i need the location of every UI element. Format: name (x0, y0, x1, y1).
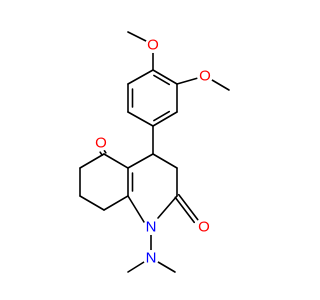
bond-c2-n1 (157, 195, 178, 219)
atom-o-ketone-5: O (93, 135, 109, 152)
atom-label-o-ketone-2: O (198, 219, 210, 236)
bond-methyl-o-top (127, 31, 147, 42)
atom-label-o-methoxy-right: O (199, 68, 211, 85)
bond-aryl-1 (152, 69, 178, 85)
molecule-drawing: O O O O N N (79, 31, 230, 273)
atom-o-methoxy-right: O (197, 68, 213, 85)
bonds-group (79, 31, 230, 273)
bond-c2-o-a (174, 196, 196, 224)
bond-c5-c6 (79, 153, 105, 169)
bond-n1-c8a (127, 195, 145, 223)
atom-o-ketone-2: O (196, 219, 212, 236)
molecule-structure: O O O O N N (79, 31, 230, 273)
bond-c7-c8 (79, 195, 105, 211)
bond-aryl-6 (127, 69, 154, 85)
bond-c4-c3 (152, 153, 178, 169)
bond-c8-c8a (103, 195, 129, 211)
atom-n-dimethylamino: N (143, 250, 159, 267)
atom-label-o-ketone-5: O (95, 135, 107, 152)
bond-aryl-4 (127, 111, 154, 127)
atom-n-ring-1: N (143, 219, 159, 236)
atom-label-n-dimethylamino: N (146, 250, 157, 267)
atom-labels-group: O O O O N N (93, 37, 213, 267)
bond-c2-o-b (177, 193, 199, 221)
bond-aryl-3-inner (153, 110, 171, 122)
bond-c4a-c4 (127, 153, 154, 169)
atom-label-n-ring-1: N (146, 219, 157, 236)
bond-c4a-c5 (103, 153, 129, 169)
bond-o-right-methyl (211, 79, 230, 91)
bond-n-methyl-left (127, 261, 145, 273)
atom-o-methoxy-top: O (145, 37, 161, 54)
bond-c5-o-b (99, 151, 103, 157)
atom-label-o-methoxy-top: O (147, 37, 159, 54)
bond-o-right-aryl (176, 77, 199, 85)
bond-aryl-1-inner (153, 74, 171, 86)
bond-aryl-3 (152, 111, 178, 127)
bond-n-methyl-right (157, 261, 176, 273)
